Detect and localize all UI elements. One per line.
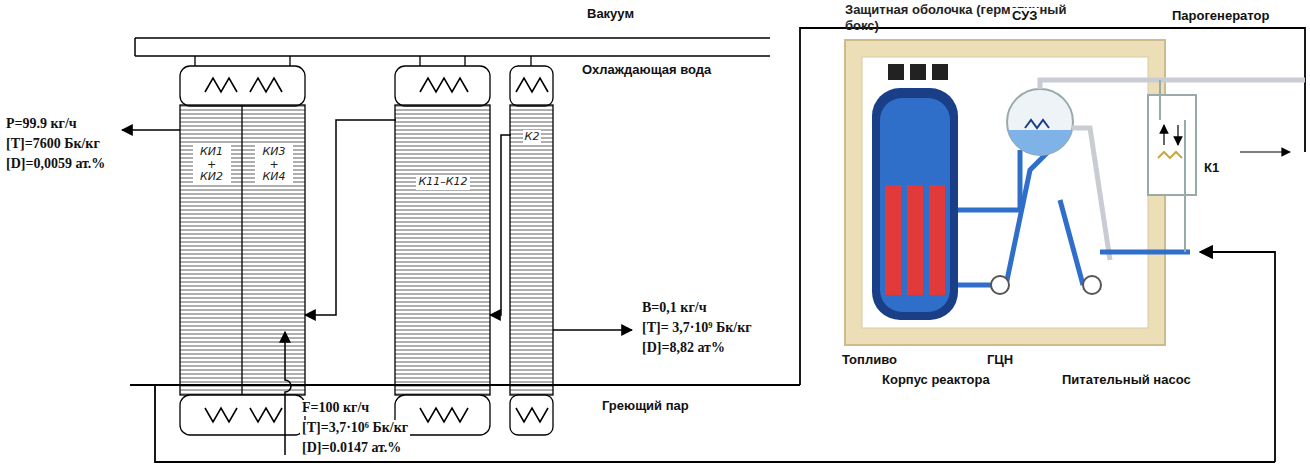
column: К2 <box>511 105 553 395</box>
stream-label: [T]=3,7·10⁶ Бк/кг <box>300 420 410 436</box>
column-name: КИ1 + КИ2 <box>193 145 231 185</box>
part-label: Питательный насос <box>1060 372 1193 387</box>
part-label: ГЦН <box>985 352 1015 367</box>
column-section: КИ1 + КИ2 <box>181 105 242 395</box>
column-name: КИ3 + КИ4 <box>255 145 293 185</box>
column: К11–К12 <box>396 105 490 395</box>
stream-label: [D]=8,82 ат% <box>640 340 727 356</box>
stream-label: F=100 кг/ч <box>300 400 371 416</box>
part-label: Корпус реактора <box>880 372 992 387</box>
stream-label: [D]=0,0059 ат.% <box>4 156 107 172</box>
stream-label: [T]= 3,7·10⁹ Бк/кг <box>640 320 754 336</box>
part-label: К1 <box>1202 160 1221 175</box>
column-name: К11–К12 <box>416 175 469 190</box>
part-label: Парогенератор <box>1170 8 1271 23</box>
header-label: Вакуум <box>585 6 636 21</box>
header-label: Греющий пар <box>600 398 691 413</box>
stream-label: B=0,1 кг/ч <box>640 300 709 316</box>
part-label: Топливо <box>840 352 899 367</box>
column-section: КИ3 + КИ4 <box>243 105 305 395</box>
stream-label: [T]=7600 Бк/кг <box>4 136 102 152</box>
column-name: К2 <box>523 130 542 145</box>
stream-label: P=99.9 кг/ч <box>4 116 79 132</box>
stream-label: [D]=0.0147 ат.% <box>300 440 403 456</box>
flow-line <box>490 135 511 315</box>
flow-line <box>305 120 396 315</box>
containment-box: Защитная оболочка (герметичный бокс) <box>845 40 1165 345</box>
header-label: Охлаждающая вода <box>580 62 713 77</box>
part-label: СУЗ <box>1010 8 1039 23</box>
box-heading: Защитная оболочка (герметичный бокс) <box>845 2 1085 35</box>
